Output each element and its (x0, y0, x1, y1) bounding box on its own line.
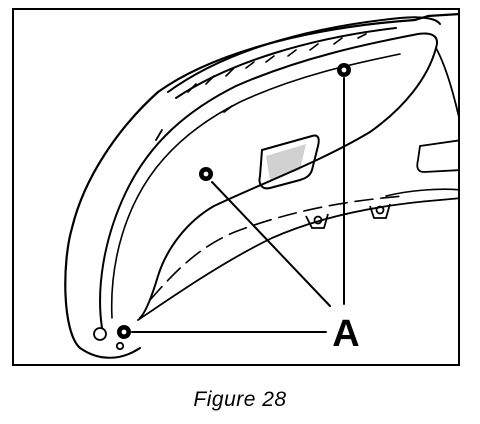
mounting-tab-left-hole (313, 215, 323, 225)
fastener-points (117, 63, 351, 339)
panel-secondary-contour (110, 53, 401, 319)
end-hole-small (115, 341, 125, 351)
panel-hidden-line (149, 195, 405, 301)
mounting-tab-right-hole (375, 205, 385, 215)
end-hole-large (93, 327, 107, 341)
panel-inner-contour (99, 32, 438, 329)
panel-opening-shadow (266, 144, 306, 180)
mounting-tab-right (369, 203, 391, 219)
trim-strip-outer (167, 16, 441, 93)
fastener-upper (337, 63, 351, 77)
panel-bottom-edge (79, 347, 141, 359)
panel-opening (258, 134, 320, 190)
rear-opening (416, 139, 458, 173)
panel-rear-segment (435, 47, 458, 117)
panel-return-flange (137, 197, 458, 321)
leader-line-middle (211, 181, 331, 307)
panel-rib-dashes (155, 105, 233, 141)
figure-caption: Figure 28 (193, 388, 287, 411)
fastener-middle (199, 167, 213, 181)
trim-strip-hatch (187, 33, 367, 93)
trim-strip-inner (175, 27, 397, 99)
fastener-lower (117, 325, 131, 339)
mounting-tab-left (305, 213, 329, 229)
callout-label: A (332, 313, 359, 355)
panel-rear-bottom (385, 188, 458, 197)
figure-frame: A (12, 8, 460, 366)
panel-outer-outline (64, 13, 458, 350)
bumper-diagram: A (64, 13, 458, 359)
